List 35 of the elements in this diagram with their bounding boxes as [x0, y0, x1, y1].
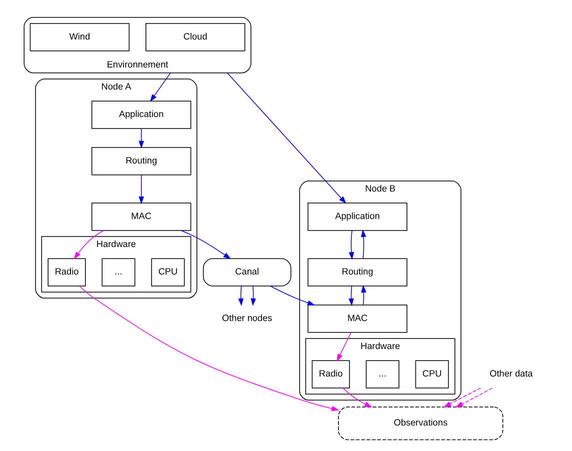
arrow	[348, 286, 354, 306]
arrow	[270, 286, 315, 306]
node-box: Wind	[29, 23, 130, 52]
node-box: MAC	[307, 304, 407, 333]
arrow	[443, 388, 481, 408]
node-box: Routing	[90, 147, 191, 176]
node-box: Application	[307, 202, 407, 231]
arrow	[348, 230, 354, 260]
arrow	[336, 332, 351, 362]
arrow	[138, 128, 144, 148]
arrow	[238, 286, 244, 306]
arrow	[250, 286, 256, 306]
arrow	[73, 230, 104, 260]
arrow	[180, 230, 230, 260]
arrow	[360, 284, 366, 306]
node-box: ...	[101, 258, 135, 286]
arrow	[226, 72, 346, 204]
node-box: Routing	[307, 258, 407, 286]
arrow	[360, 229, 366, 259]
node-box: Canal	[202, 258, 291, 286]
arrow	[149, 72, 170, 102]
node-box: Radio	[47, 258, 86, 286]
node-box: CPU	[150, 258, 184, 286]
node-text: Other data	[489, 368, 532, 379]
node-box: Observations	[338, 406, 503, 440]
node-text: Other nodes	[222, 313, 272, 324]
node-box: ...	[365, 360, 399, 388]
arrow	[138, 174, 144, 204]
node-box: Radio	[311, 360, 350, 388]
node-box: Cloud	[145, 23, 245, 52]
arrow	[78, 286, 339, 412]
node-box: MAC	[90, 202, 191, 231]
arrow	[454, 388, 492, 408]
node-box: CPU	[414, 360, 448, 388]
node-box: Application	[90, 100, 191, 129]
